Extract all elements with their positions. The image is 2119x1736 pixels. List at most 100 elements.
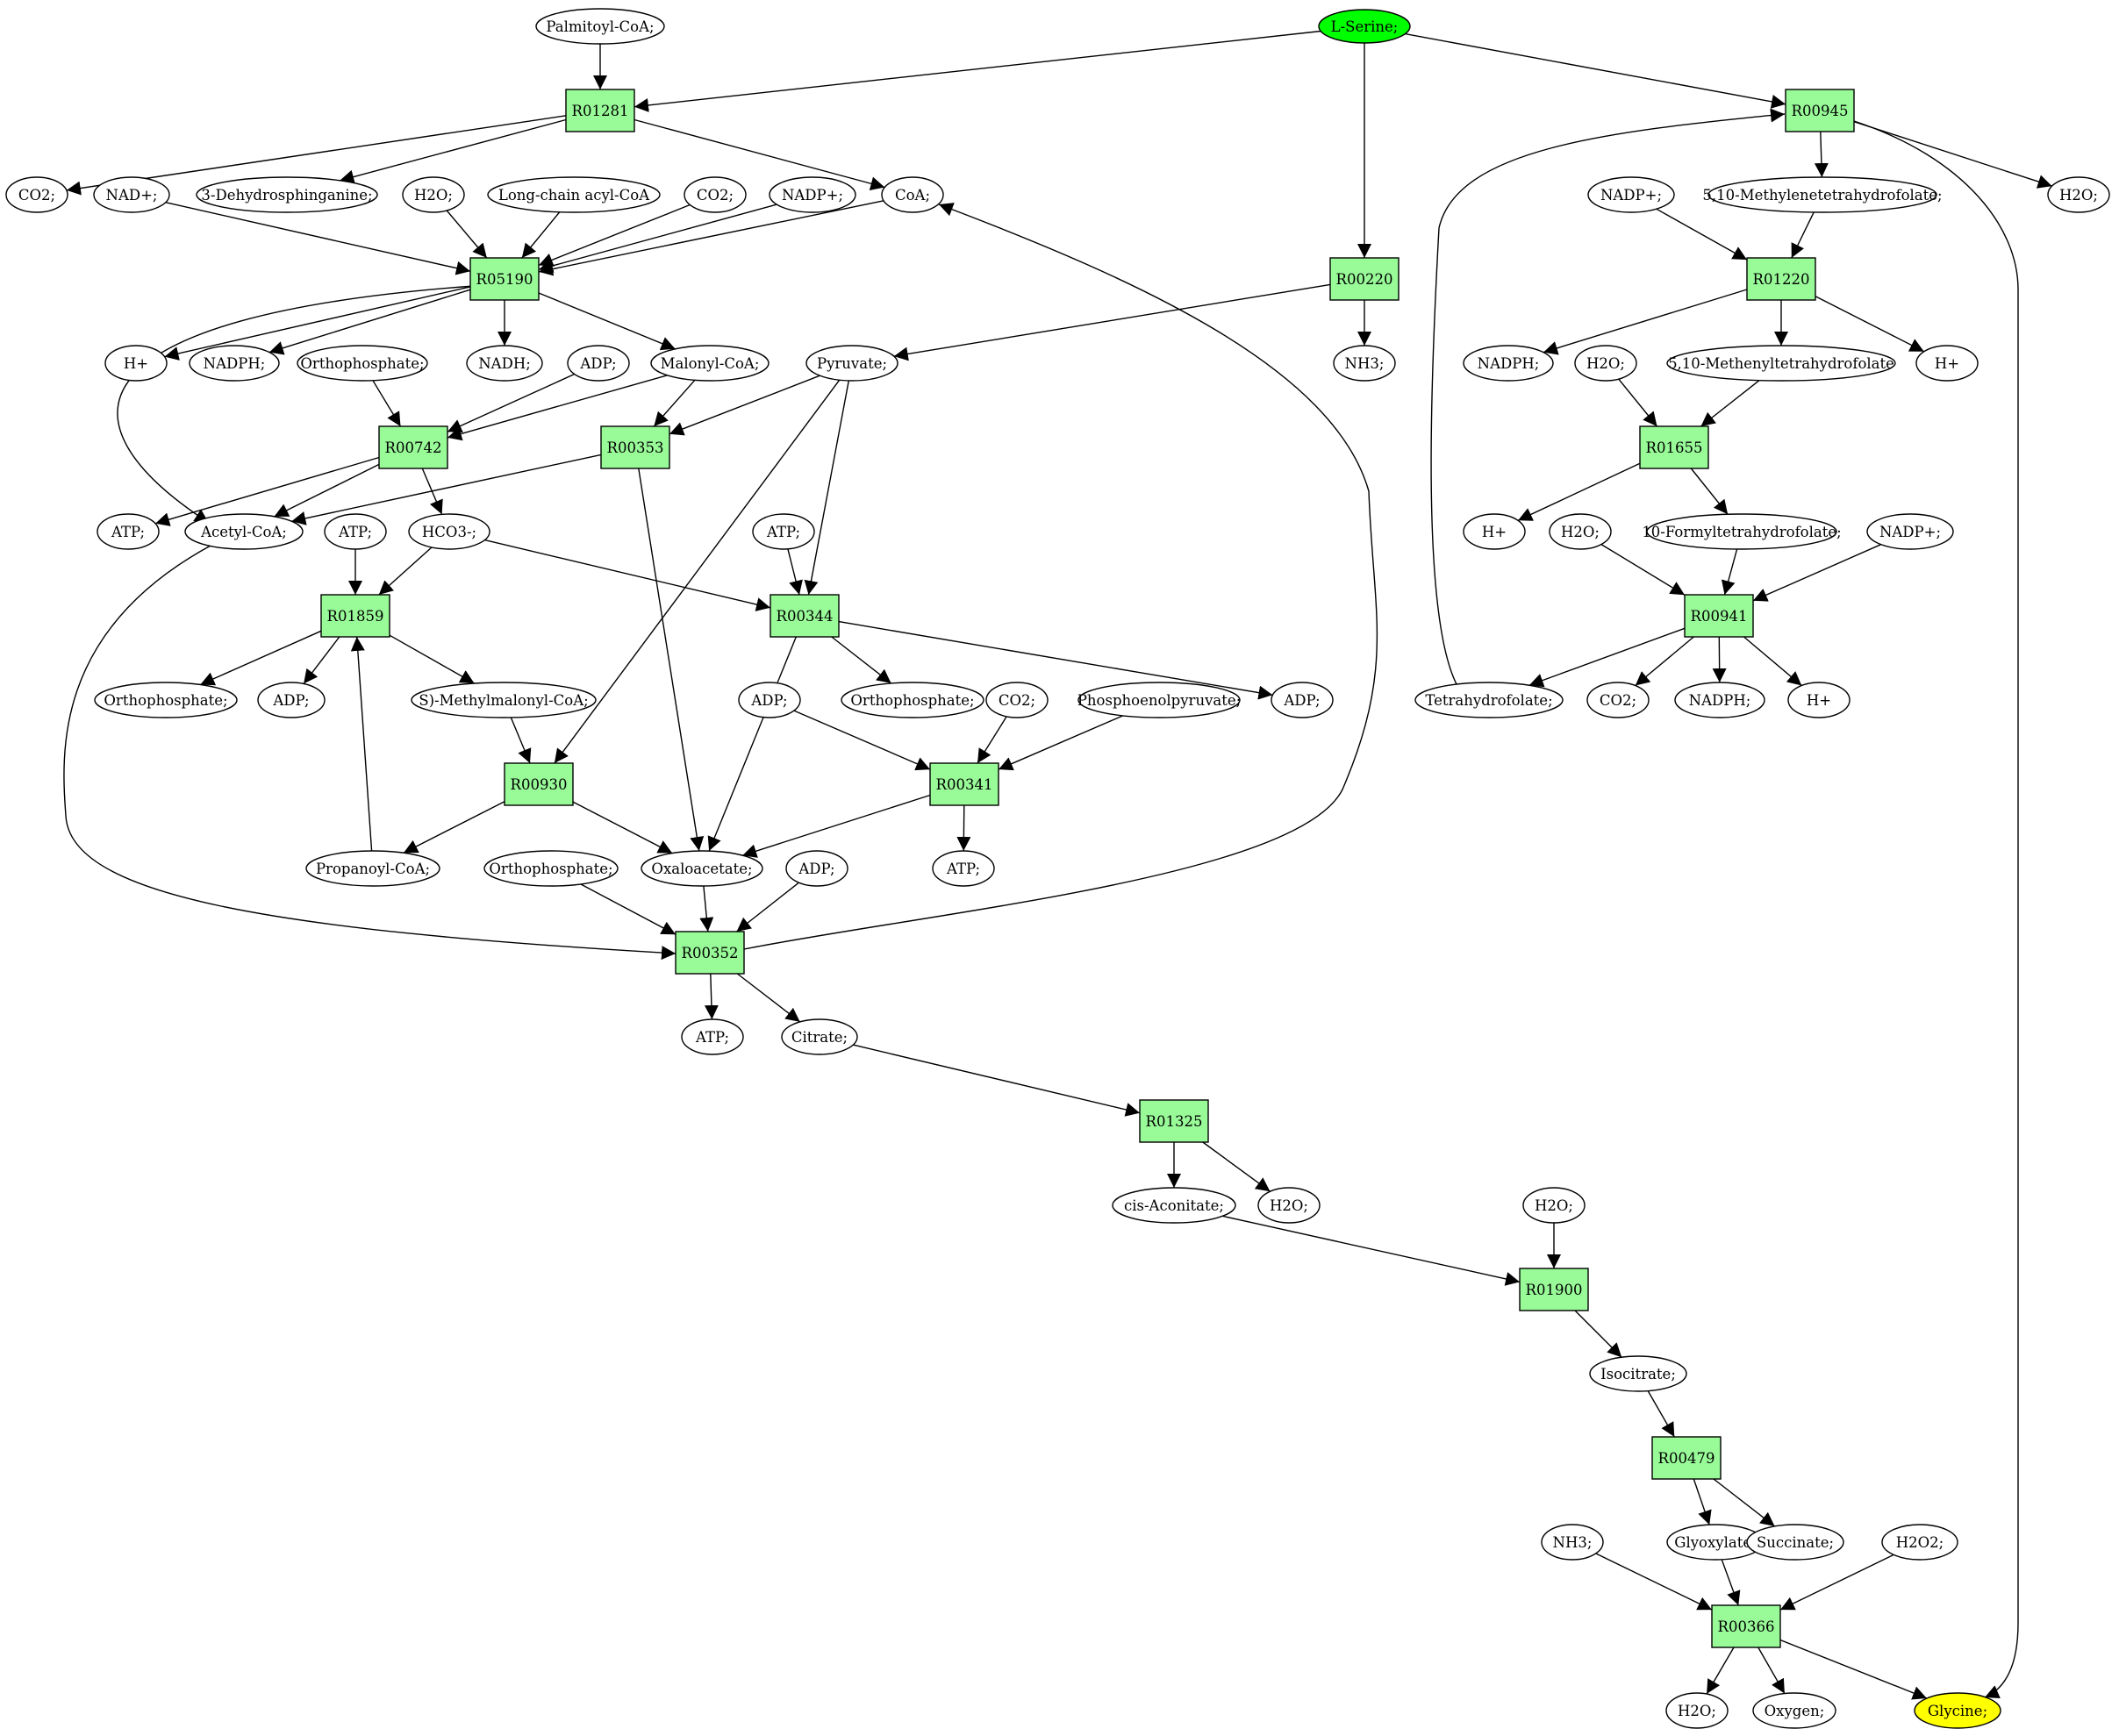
reaction-node-r01220: R01220	[1746, 257, 1816, 301]
reaction-box	[1746, 257, 1816, 301]
edge-r00742-to-atp_a	[154, 456, 380, 526]
edge-r00352-to-citrate	[736, 973, 801, 1023]
edge-r00945-to-glycine	[1853, 120, 2019, 1698]
node-label: H2O;	[1586, 355, 1625, 372]
compound-ellipse	[1646, 513, 1837, 550]
compound-node-nh3_a: NH3;	[1333, 345, 1396, 382]
compound-ellipse	[305, 850, 440, 887]
node-label: Isocitrate;	[1600, 1366, 1676, 1382]
edge-r01900-to-isocitrate	[1574, 1310, 1622, 1358]
edge-oxaloacetate-to-r00352	[699, 885, 714, 932]
node-label: R05190	[476, 271, 533, 288]
node-label: R01281	[572, 103, 629, 119]
edge-adp_a-to-r00742	[447, 373, 575, 432]
reaction-box	[1785, 89, 1855, 132]
edge-propanoyl_coa-to-r01859	[350, 636, 373, 852]
edge-h2o_c-to-r01655	[1618, 378, 1658, 427]
compound-ellipse	[535, 8, 665, 45]
node-label: H+	[1935, 355, 1959, 372]
compound-ellipse	[650, 345, 770, 382]
reaction-box	[1639, 425, 1709, 469]
node-label: CO2;	[697, 187, 734, 204]
node-label: NADP+;	[1600, 187, 1662, 204]
node-label: H2O;	[414, 187, 453, 204]
reaction-node-r01859: R01859	[320, 594, 390, 638]
compound-node-isocitrate: Isocitrate;	[1589, 1355, 1687, 1392]
node-label: ADP;	[798, 861, 834, 877]
reaction-box	[770, 594, 840, 638]
compound-node-formylthf: 10-Formyltetrahydrofolate;	[1642, 513, 1842, 550]
node-label: ATP;	[946, 861, 980, 877]
edge-co2_c-to-r00341	[977, 716, 1007, 764]
compound-node-nad_plus: NAD+;	[93, 176, 170, 213]
compound-node-h2o_a: H2O;	[402, 176, 465, 213]
node-label: 10-Formyltetrahydrofolate;	[1642, 524, 1841, 540]
node-label: 3-Dehydrosphinganine;	[201, 187, 372, 204]
compound-node-palmitoyl_coa: Palmitoyl-CoA;	[535, 8, 665, 45]
compound-node-nh3_b: NH3;	[1541, 1524, 1604, 1561]
compound-ellipse	[93, 176, 170, 213]
reaction-box	[929, 762, 999, 806]
compound-node-h2o_b: H2O;	[2047, 176, 2110, 213]
reaction-node-r01281: R01281	[565, 89, 635, 132]
compound-node-oxaloacetate: Oxaloacetate;	[641, 850, 763, 887]
compound-node-adp_c: ADP;	[738, 682, 801, 718]
node-label: H2O;	[1678, 1703, 1716, 1719]
compound-ellipse	[881, 176, 944, 213]
compound-node-nadph_a: NADPH;	[189, 345, 280, 382]
node-label: cis-Aconitate;	[1124, 1197, 1224, 1214]
reaction-node-r00366: R00366	[1711, 1604, 1781, 1648]
edge-malonyl_coa-to-r00353	[653, 379, 696, 427]
compound-node-thf: Tetrahydrofolate;	[1414, 682, 1564, 718]
compound-ellipse	[1541, 1524, 1604, 1561]
node-label: R00945	[1792, 103, 1849, 119]
node-label: NH3;	[1553, 1534, 1593, 1551]
compound-node-co2_b: CO2;	[684, 176, 747, 213]
target-node-glycine: Glycine;	[1914, 1692, 2001, 1729]
edge-r00366-to-oxygen	[1757, 1647, 1786, 1694]
node-label: CO2;	[18, 187, 55, 204]
compound-node-orthophosphate_c: Orthophosphate;	[841, 682, 984, 718]
edge-long_chain_acyl_coa-to-r05190	[521, 211, 561, 259]
edge-atp_c-to-r00344	[787, 548, 803, 596]
compound-ellipse	[1257, 1187, 1321, 1224]
node-label: R00930	[511, 776, 568, 793]
compound-ellipse	[1752, 1692, 1836, 1729]
edge-co2_b-to-r05190	[538, 204, 691, 267]
node-label: R00344	[777, 608, 834, 625]
edge-pyruvate-to-r00344	[804, 380, 849, 596]
compound-node-h2o_f: H2O;	[1522, 1187, 1586, 1224]
edge-h2o2-to-r00366	[1779, 1554, 1894, 1611]
compound-node-h2o_d: H2O;	[1549, 513, 1612, 550]
compound-node-oxygen: Oxygen;	[1752, 1692, 1836, 1729]
compound-node-methenylthf: 5,10-Methenyltetrahydrofolate	[1666, 345, 1896, 382]
node-label: Phosphoenolpyruvate;	[1077, 692, 1241, 709]
edge-adp_c-to-r00341	[793, 710, 931, 771]
compound-ellipse	[1587, 176, 1675, 213]
reaction-box	[1519, 1268, 1589, 1311]
edge-r00941-to-nadph_c	[1712, 636, 1727, 683]
compound-ellipse	[1463, 345, 1554, 382]
compound-node-atp_a: ATP;	[97, 513, 160, 550]
compound-ellipse	[94, 682, 238, 718]
node-label: R01655	[1646, 439, 1703, 456]
edge-r01281-to-dehydrosphinganine	[340, 118, 567, 184]
node-label: H+	[1807, 692, 1831, 709]
edge-thf-to-r00945	[1430, 108, 1786, 685]
compound-ellipse	[1746, 1524, 1844, 1561]
compound-ellipse	[1787, 682, 1851, 718]
reaction-node-r01655: R01655	[1639, 425, 1709, 469]
node-label: ADP;	[750, 692, 787, 709]
reaction-box	[1711, 1604, 1781, 1648]
edge-r00352-to-atp_e	[704, 973, 719, 1020]
edge-r00941-to-h_plus_d	[1743, 636, 1802, 687]
compound-ellipse	[1414, 682, 1564, 718]
compound-ellipse	[324, 513, 387, 550]
node-label: H2O;	[1561, 524, 1600, 540]
node-label: R00352	[682, 945, 739, 961]
node-label: H2O;	[1535, 1197, 1573, 1214]
node-label: R00479	[1658, 1450, 1715, 1467]
compound-ellipse	[641, 850, 763, 887]
compound-ellipse	[1318, 9, 1411, 44]
node-label: Succinate;	[1757, 1534, 1834, 1551]
